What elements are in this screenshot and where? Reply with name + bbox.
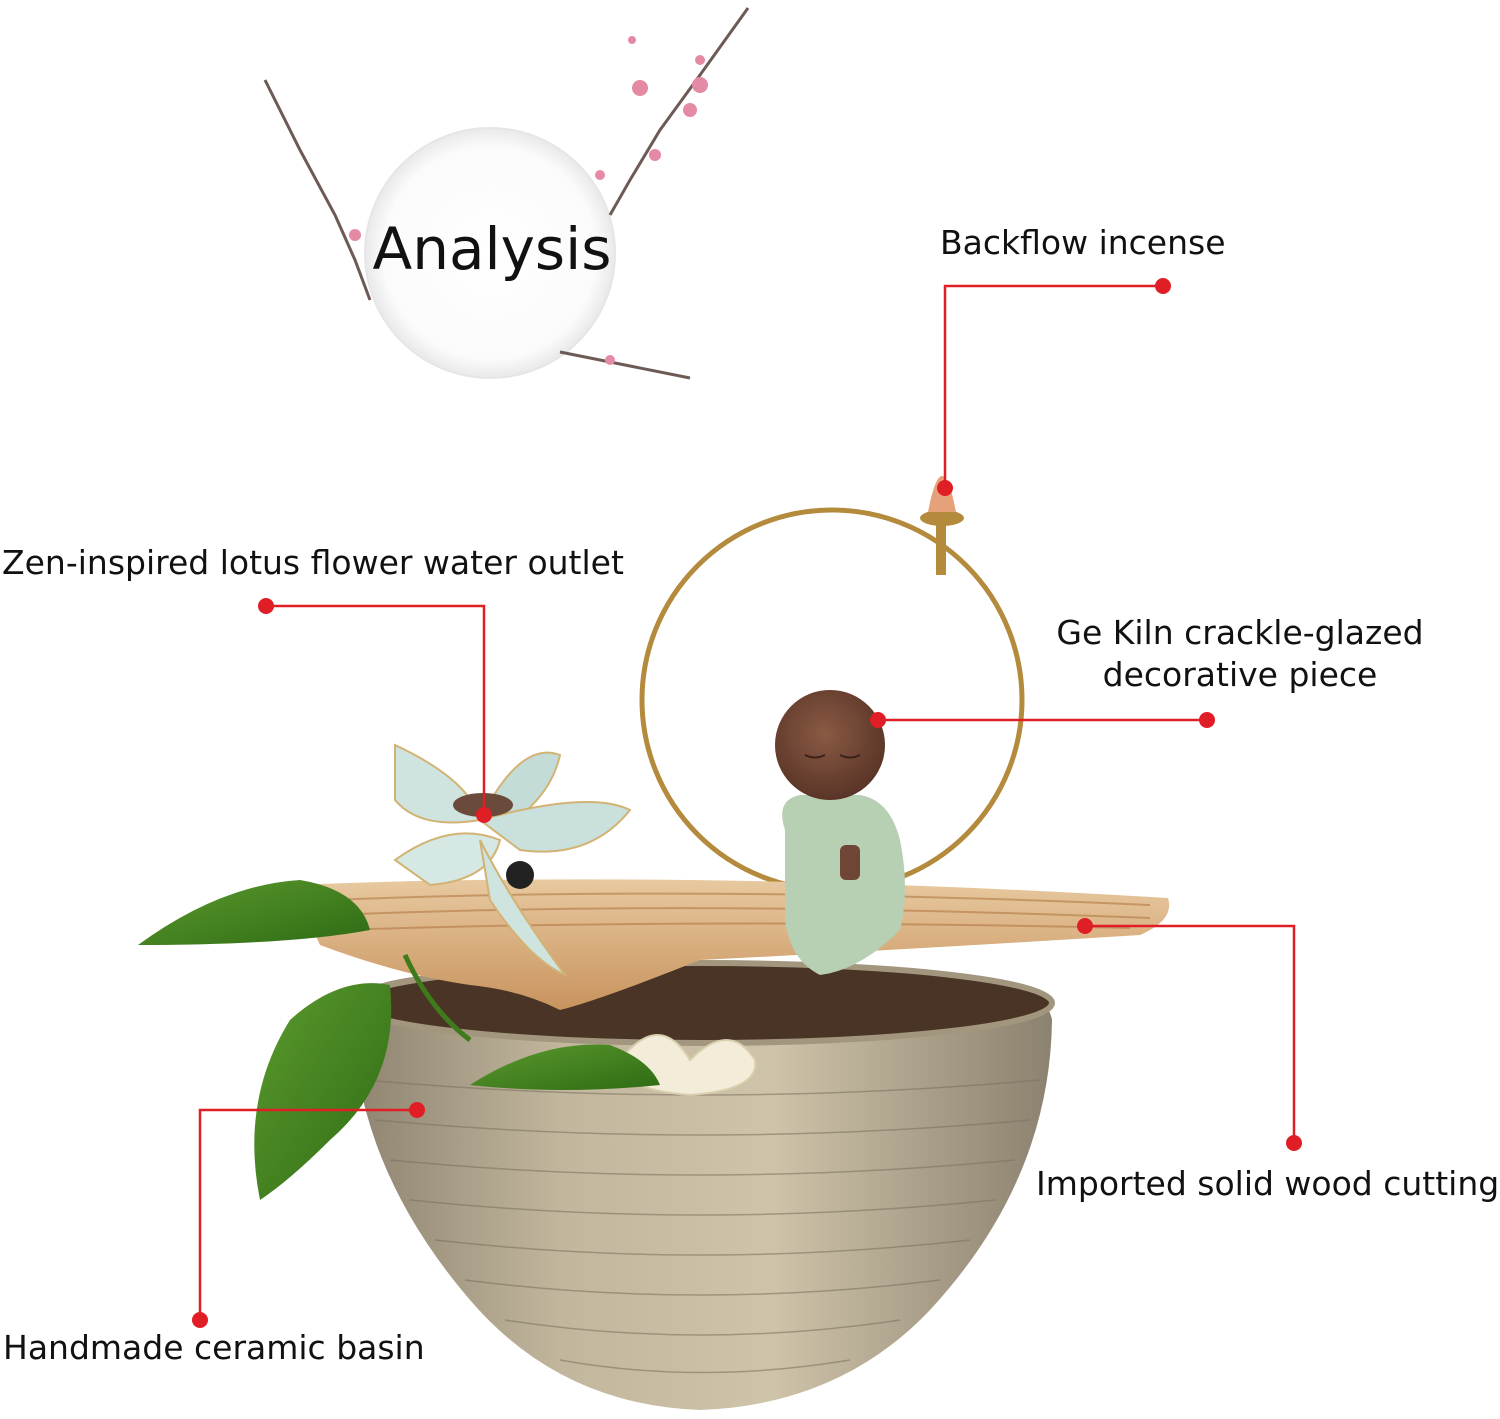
callout-dot (1077, 918, 1093, 934)
lotus-outlet-shape (393, 743, 632, 978)
callout-text: Imported solid wood cutting (1036, 1164, 1500, 1203)
callout-line-lotus (266, 604, 486, 815)
wood-board (311, 879, 1170, 1010)
callout-label-backflow-incense: Backflow incense (940, 222, 1226, 264)
callout-line-basin (198, 1108, 417, 1320)
ge-kiln-figure (775, 690, 905, 975)
callout-dot (870, 712, 886, 728)
callout-text: Ge Kiln crackle-glazed (1056, 613, 1424, 652)
branch-decoration (263, 7, 750, 380)
callout-text: Backflow incense (940, 223, 1226, 262)
branch-right (608, 7, 750, 216)
callout-text: decorative piece (1102, 655, 1378, 694)
callout-dots (192, 278, 1302, 1328)
callout-label-ge-kiln: Ge Kiln crackle-glazed decorative piece (1040, 612, 1440, 696)
callout-dot (258, 598, 274, 614)
branch-left (263, 79, 372, 301)
callout-dot (192, 1312, 208, 1328)
callout-label-ceramic-basin: Handmade ceramic basin (3, 1327, 425, 1369)
callout-label-solid-wood: Imported solid wood cutting (1036, 1163, 1499, 1205)
callout-dot (476, 807, 492, 823)
title-circle (364, 127, 616, 379)
plant-leaves (138, 880, 660, 1200)
callout-dot (1286, 1135, 1302, 1151)
page-title: Analysis (372, 215, 612, 283)
branch-bottom (559, 350, 691, 380)
callout-dot (937, 480, 953, 496)
callout-dot (1199, 712, 1215, 728)
callout-text: Zen-inspired lotus flower water outlet (2, 543, 624, 582)
callout-label-lotus-outlet: Zen-inspired lotus flower water outlet (2, 542, 624, 584)
callout-lines (198, 284, 1296, 1320)
blossom-group (349, 36, 708, 365)
callout-dot (1155, 278, 1171, 294)
callout-text: Handmade ceramic basin (3, 1328, 425, 1367)
callout-line-wood (1085, 924, 1296, 1143)
callout-line-backflow (943, 284, 1163, 488)
callout-dot (409, 1102, 425, 1118)
